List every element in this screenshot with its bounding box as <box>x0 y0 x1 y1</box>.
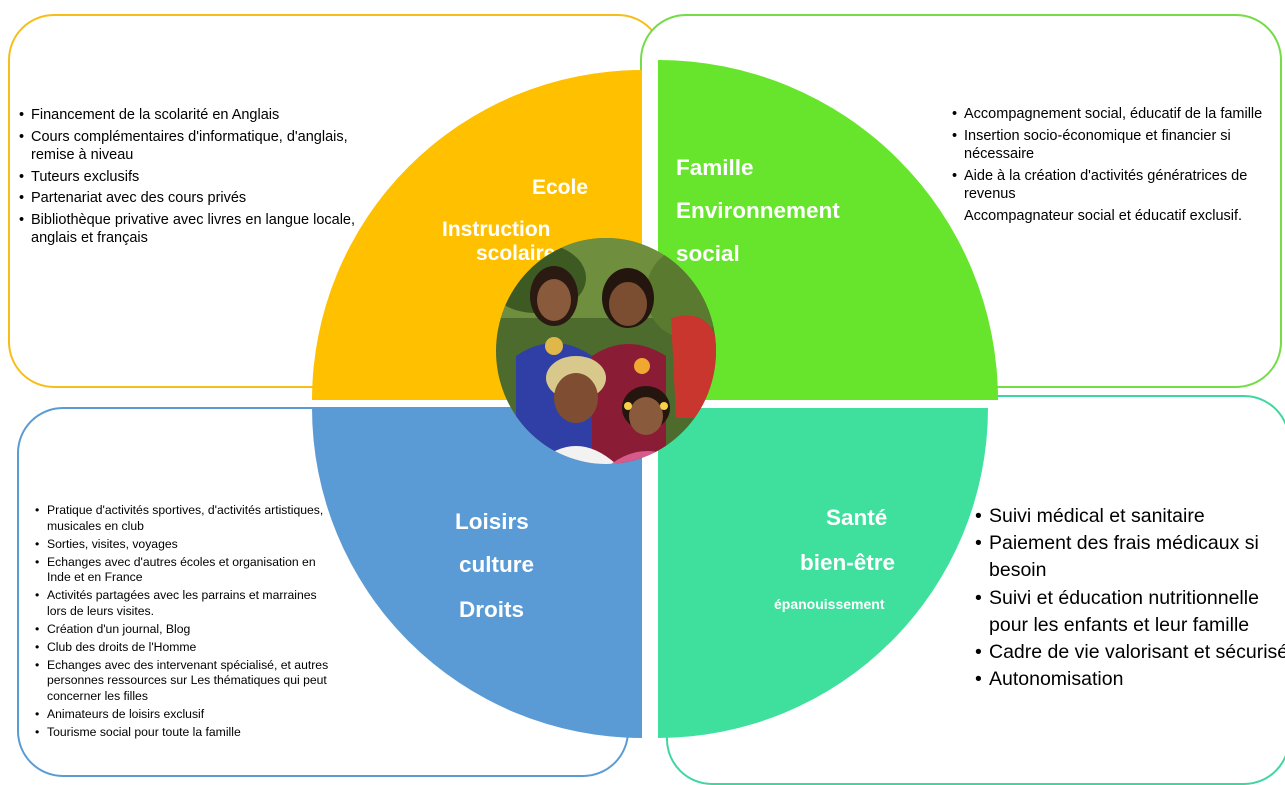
list-item: Cours complémentaires d'informatique, d'… <box>19 128 359 165</box>
sante-list: Suivi médical et sanitaire Paiement des … <box>975 503 1285 694</box>
loisirs-list: Pratique d'activités sportives, d'activi… <box>35 503 335 743</box>
list-item: Activités partagées avec les parrains et… <box>35 588 335 619</box>
list-item: Club des droits de l'Homme <box>35 640 335 656</box>
ecole-list: Financement de la scolarité en Anglais C… <box>19 106 359 251</box>
ecole-title: Ecole <box>532 176 589 199</box>
loisirs-subtitle-2: Droits <box>459 597 525 622</box>
list-item: Création d'un journal, Blog <box>35 622 335 638</box>
list-item: Sorties, visites, voyages <box>35 537 335 553</box>
ecole-subtitle: Instruction <box>442 218 551 241</box>
list-item: Animateurs de loisirs exclusif <box>35 707 335 723</box>
list-item: Cadre de vie valorisant et sécurisé <box>975 639 1285 666</box>
list-item: Tourisme social pour toute la famille <box>35 725 335 741</box>
list-item: Financement de la scolarité en Anglais <box>19 106 359 125</box>
famille-title: Famille <box>676 155 754 180</box>
list-item: Accompagnement social, éducatif de la fa… <box>952 105 1282 124</box>
list-item: Tuteurs exclusifs <box>19 168 359 187</box>
sante-title: Santé <box>826 505 888 530</box>
list-item: Echanges avec d'autres écoles et organis… <box>35 555 335 586</box>
children-photo <box>496 238 716 464</box>
list-item: Autonomisation <box>975 666 1285 693</box>
list-item: Paiement des frais médicaux si besoin <box>975 530 1285 584</box>
list-item: Suivi et éducation nutritionnelle pour l… <box>975 585 1285 639</box>
famille-list: Accompagnement social, éducatif de la fa… <box>952 105 1282 228</box>
list-item: Suivi médical et sanitaire <box>975 503 1285 530</box>
loisirs-subtitle: culture <box>459 552 535 577</box>
list-item: Echanges avec des intervenant spécialisé… <box>35 658 335 705</box>
list-item: Aide à la création d'activités génératri… <box>952 167 1282 204</box>
ecole-subtitle-2: scolaire <box>476 242 556 265</box>
list-item: Insertion socio-économique et financier … <box>952 127 1282 164</box>
sante-subtitle: bien-être <box>800 550 896 575</box>
list-item: Partenariat avec des cours privés <box>19 189 359 208</box>
loisirs-quadrant <box>312 408 642 738</box>
loisirs-title: Loisirs <box>455 509 529 534</box>
list-item: Pratique d'activités sportives, d'activi… <box>35 503 335 534</box>
famille-quadrant <box>658 60 998 400</box>
famille-subtitle-2: social <box>676 241 740 266</box>
famille-note: Accompagnateur social et éducatif exclus… <box>964 207 1243 224</box>
sante-subtitle-2: épanouissement <box>774 596 885 612</box>
sante-quadrant <box>658 408 988 738</box>
famille-subtitle: Environnement <box>676 198 840 223</box>
list-item: Bibliothèque privative avec livres en la… <box>19 211 359 248</box>
